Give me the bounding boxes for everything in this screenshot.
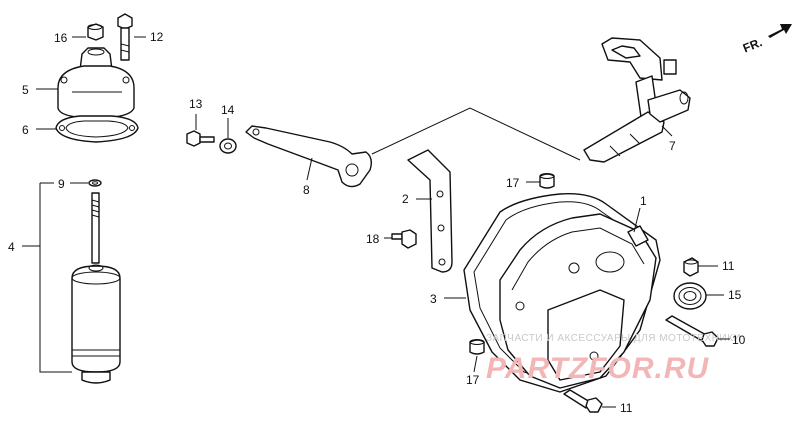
callout-labels: 16 12 5 6 9 4 13 14 8 7 2 17 18 3 1 11 1… [8, 30, 746, 415]
watermark-subtitle: ЗАПЧАСТИ И АКСЕССУАРЫ ДЛЯ МОТОТЕХНИКИ [486, 333, 741, 344]
callout-9: 9 [58, 177, 65, 191]
linkage-line [371, 107, 581, 161]
part-2-bracket [407, 149, 453, 273]
callout-6: 6 [22, 123, 29, 137]
part-16-nut [87, 23, 104, 41]
callout-3: 3 [430, 292, 437, 306]
part-15-seal [673, 282, 707, 310]
callout-7: 7 [669, 139, 676, 153]
arrow-icon [768, 24, 792, 38]
callout-5: 5 [22, 83, 29, 97]
part-9-washer [88, 179, 102, 187]
front-direction-marker: FR. [741, 24, 792, 55]
callout-11-bottom: 11 [620, 401, 633, 415]
part-1-case [499, 213, 657, 389]
callout-4: 4 [8, 240, 15, 254]
callout-2: 2 [402, 192, 409, 206]
leader-lines [22, 36, 730, 408]
callout-13: 13 [189, 97, 203, 111]
callout-18: 18 [366, 232, 380, 246]
part-17-dowel-bottom [469, 339, 485, 355]
callout-11-top: 11 [722, 259, 735, 273]
callout-17-top: 17 [506, 176, 520, 190]
callout-8: 8 [303, 183, 310, 197]
part-11-bolt-bottom [563, 389, 603, 413]
part-11-bolt-top [683, 257, 699, 277]
part-7-shaft [583, 37, 691, 163]
part-10-bolt [665, 315, 719, 347]
callout-12: 12 [150, 30, 164, 44]
part-8-arm [245, 125, 373, 188]
callout-16: 16 [54, 31, 68, 45]
part-13-bolt [186, 130, 215, 147]
part-17-dowel-top [539, 173, 555, 189]
callout-10: 10 [732, 333, 746, 347]
callout-1: 1 [640, 194, 647, 208]
fr-label: FR. [741, 35, 764, 55]
part-14-washer [219, 138, 237, 154]
part-6-gasket [55, 115, 139, 143]
callout-14: 14 [221, 103, 235, 117]
callout-15: 15 [728, 288, 742, 302]
callout-17-bottom: 17 [466, 373, 480, 387]
watermark-brand: PARTZFOR.RU [486, 352, 710, 385]
part-4-shock-assembly [71, 192, 121, 384]
part-12-bolt [117, 13, 133, 61]
part-18-bolt [391, 229, 417, 249]
watermark: ЗАПЧАСТИ И АКСЕССУАРЫ ДЛЯ МОТОТЕХНИКИ PA… [486, 333, 741, 385]
